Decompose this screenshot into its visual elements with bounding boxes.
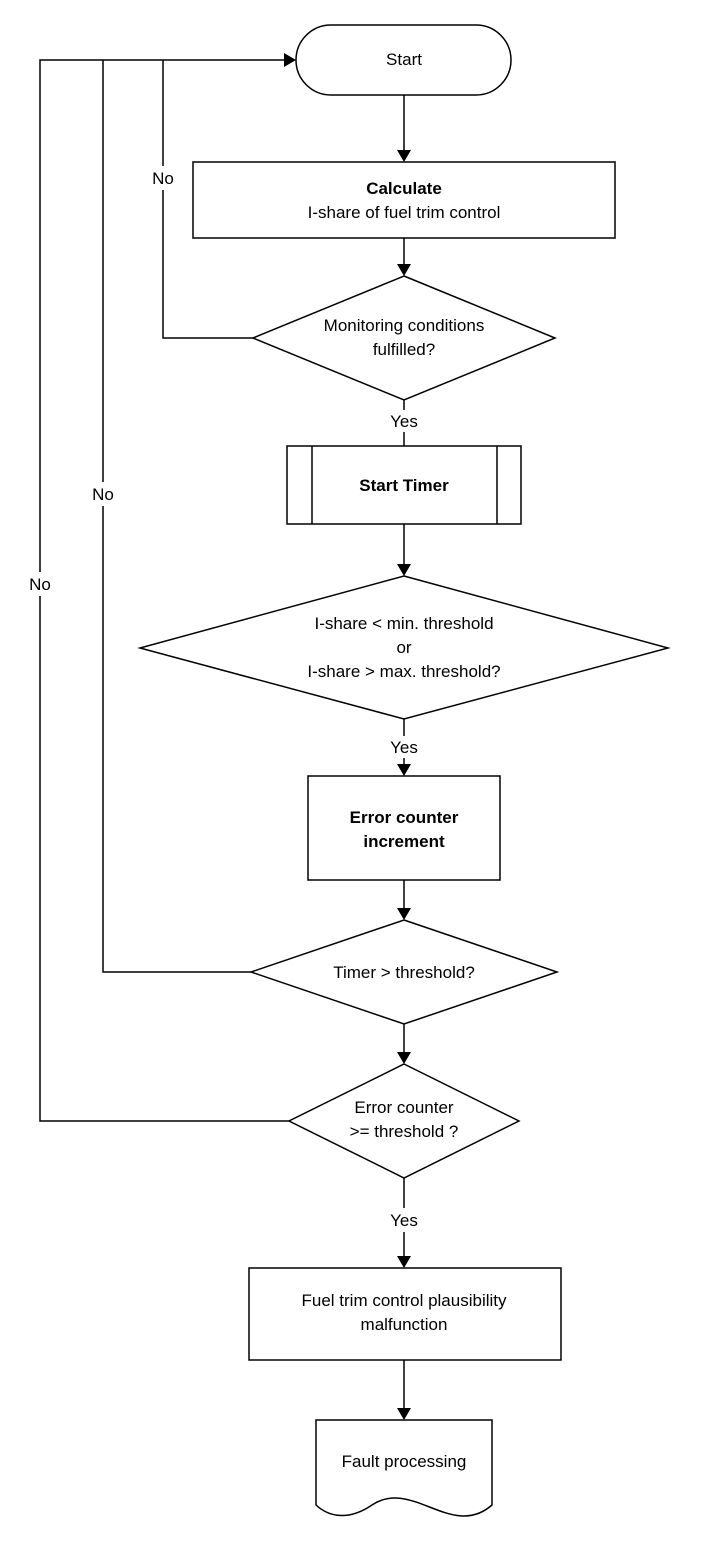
fault-processing-node: Fault processing bbox=[315, 1419, 493, 1517]
arrow-to-fault bbox=[397, 1408, 411, 1420]
calculate-node: Calculate I-share of fuel trim control bbox=[192, 161, 616, 239]
ishare-decision: I-share < min. threshold or I-share > ma… bbox=[137, 575, 671, 720]
arrow-to-timer bbox=[397, 908, 411, 920]
edge-labels: No No No Yes Yes Yes bbox=[29, 169, 418, 1230]
ishare-label-line1: I-share < min. threshold bbox=[314, 614, 493, 633]
ishare-yes-label: Yes bbox=[390, 738, 418, 757]
error-increment-label-line1: Error counter bbox=[350, 808, 459, 827]
arrow-to-error-increment bbox=[397, 764, 411, 776]
calculate-label-line2: I-share of fuel trim control bbox=[308, 203, 501, 222]
timer-decision: Timer > threshold? bbox=[248, 919, 560, 1025]
monitoring-no-label: No bbox=[152, 169, 174, 188]
calculate-label-line1: Calculate bbox=[366, 179, 442, 198]
error-check-label-line1: Error counter bbox=[354, 1098, 454, 1117]
ishare-label-line2: or bbox=[396, 638, 411, 657]
monitoring-yes-label: Yes bbox=[390, 412, 418, 431]
timer-no-label: No bbox=[92, 485, 114, 504]
loop-connectors bbox=[39, 53, 296, 1122]
error-increment-node: Error counter increment bbox=[307, 775, 501, 881]
start-node: Start bbox=[295, 24, 512, 96]
arrow-to-ishare bbox=[397, 564, 411, 576]
malfunction-node: Fuel trim control plausibility malfuncti… bbox=[248, 1267, 562, 1361]
error-counter-decision: Error counter >= threshold ? bbox=[287, 1063, 521, 1179]
arrow-to-error-check bbox=[397, 1052, 411, 1064]
arrow-to-calculate bbox=[397, 150, 411, 162]
error-check-label-line2: >= threshold ? bbox=[350, 1122, 459, 1141]
malfunction-label-line2: malfunction bbox=[361, 1315, 448, 1334]
timer-label: Timer > threshold? bbox=[333, 963, 475, 982]
fault-label: Fault processing bbox=[342, 1452, 467, 1471]
malfunction-label-line1: Fuel trim control plausibility bbox=[301, 1291, 507, 1310]
start-timer-label: Start Timer bbox=[359, 476, 449, 495]
monitoring-label-line1: Monitoring conditions bbox=[324, 316, 485, 335]
arrow-to-malfunction bbox=[397, 1256, 411, 1268]
flow-connectors bbox=[397, 95, 411, 1420]
start-label: Start bbox=[386, 50, 422, 69]
ishare-label-line3: I-share > max. threshold? bbox=[307, 662, 500, 681]
monitoring-label-line2: fulfilled? bbox=[373, 340, 435, 359]
monitoring-decision: Monitoring conditions fulfilled? bbox=[251, 275, 557, 401]
error-no-label: No bbox=[29, 575, 51, 594]
arrow-loop-to-start bbox=[284, 53, 296, 67]
arrow-to-monitoring bbox=[397, 264, 411, 276]
error-yes-label: Yes bbox=[390, 1211, 418, 1230]
error-increment-label-line2: increment bbox=[363, 832, 445, 851]
start-timer-node: Start Timer bbox=[286, 445, 522, 525]
